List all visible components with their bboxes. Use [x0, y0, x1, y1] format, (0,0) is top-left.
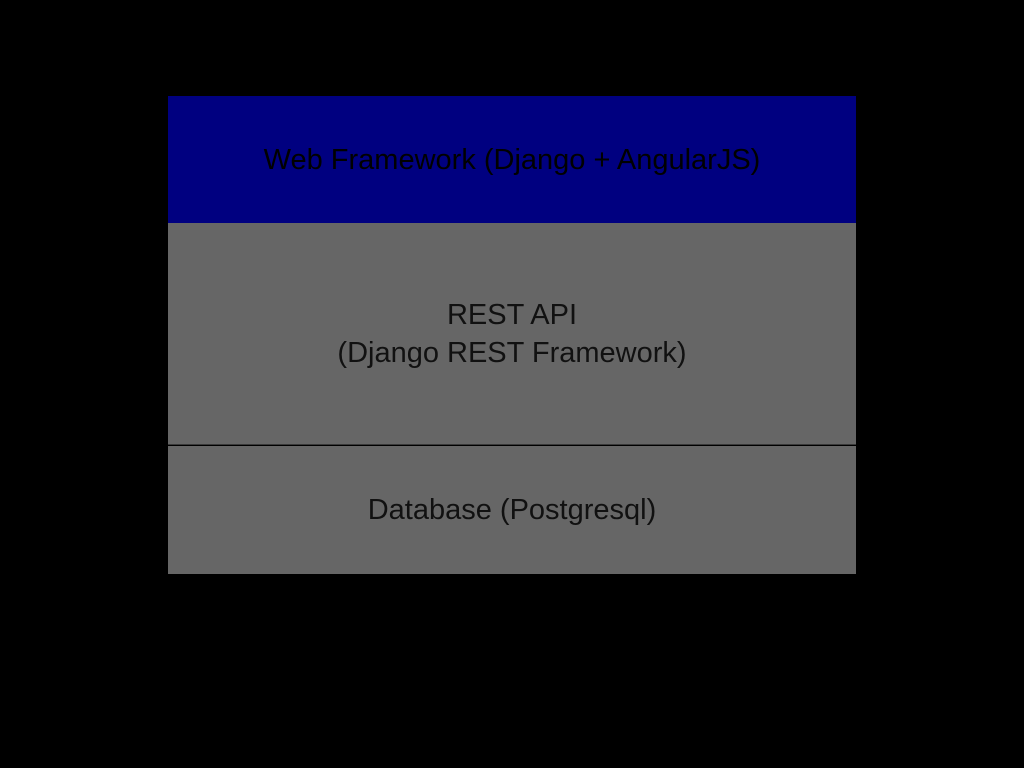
rest-api-label: REST API [446, 298, 578, 331]
web-framework-layer: Web Framework (Django + AngularJS) [168, 96, 856, 223]
web-framework-label: Web Framework (Django + AngularJS) [263, 143, 761, 176]
database-layer: Database (Postgresql) [168, 446, 856, 574]
architecture-stack: Web Framework (Django + AngularJS) REST … [168, 96, 856, 574]
rest-api-sublabel: (Django REST Framework) [337, 336, 687, 369]
rest-api-layer: REST API (Django REST Framework) [168, 223, 856, 445]
database-label: Database (Postgresql) [367, 494, 657, 526]
